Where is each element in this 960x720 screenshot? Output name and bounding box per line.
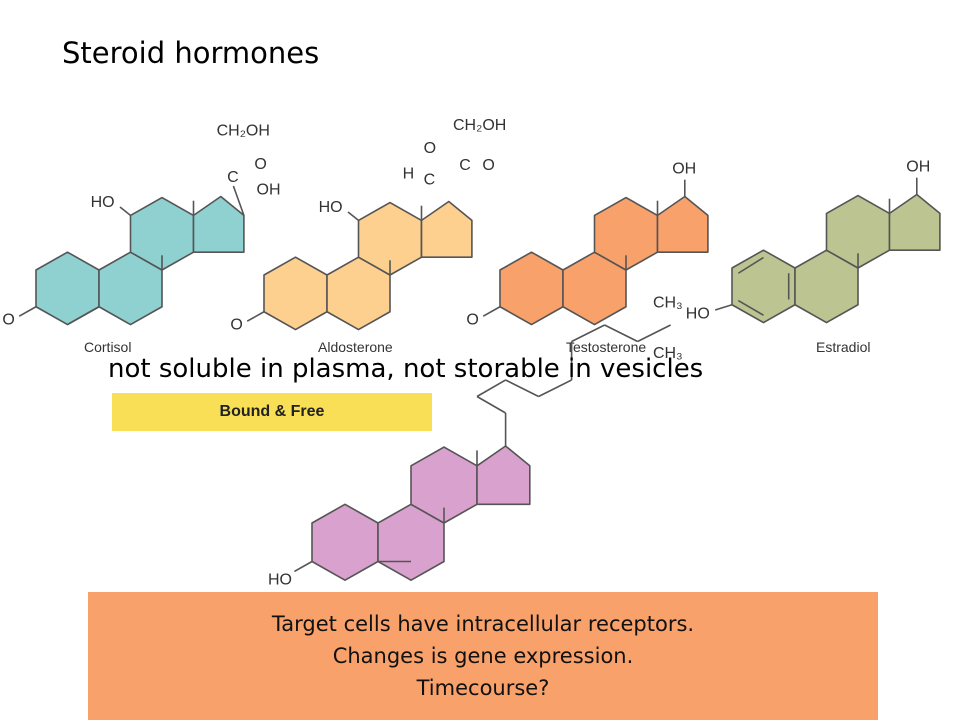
side-chain-bond [637,324,671,343]
hydroxyl-label: OH [906,158,930,175]
ring-a-double-bond [737,256,764,274]
side-chain-bond [232,185,245,216]
side-chain-bond [571,324,605,343]
ring-d [420,200,473,258]
side-chain-bond [538,379,572,398]
hydroxyl-label: HO [319,199,343,216]
hydroxyl-label: HO [268,572,292,589]
oxygen-label: O [254,156,266,173]
methyl-label: CH₃ [653,294,683,311]
molecule-name: Aldosterone [318,339,393,355]
oxygen-label: O [424,140,436,157]
ring-d [656,195,709,253]
hydroxyl-bond [119,206,131,217]
side-chain-bond [476,395,506,414]
solubility-caption: not soluble in plasma, not storable in v… [108,354,704,384]
ch2oh-label: CH₂OH [217,123,270,140]
double-bond [67,306,100,326]
keto-bond [482,306,501,317]
side-chain-bond [505,379,539,398]
molecule-name: Cortisol [84,339,131,355]
molecule-cholesterol: HO CH₃ CH₃ [268,294,683,588]
hydroxyl-bond [347,211,359,222]
bound-free-badge: Bound & Free [112,393,432,431]
slide-title: Steroid hormones [62,36,320,70]
carbon-label: C [424,172,436,189]
oxygen-label: O [482,157,494,174]
molecule-estradiol: HO OH Estradiol [686,158,941,355]
hydroxyl-label: HO [686,305,710,322]
ring-a [731,249,796,324]
side-chain-bond [604,324,638,343]
hydroxyl-label: OH [672,160,696,177]
receptor-info-box: Target cells have intracellular receptor… [88,592,878,720]
side-chain-bond [476,379,506,398]
keto-bond [246,311,265,322]
ring-d [476,445,531,506]
hydroxyl-bond [714,303,733,311]
molecule-name: Testosterone [566,339,646,355]
oxygen-label: O [230,317,242,334]
hydrogen-label: H [403,165,415,182]
molecule-name: Estradiol [816,339,870,355]
info-line-gene-expression: Changes is gene expression. [332,644,634,668]
info-line-timecourse: Timecourse? [416,676,550,700]
ring-a-double-bond [737,299,764,316]
oxygen-label: O [2,312,14,329]
carbon-label: C [227,169,239,186]
info-line-receptors: Target cells have intracellular receptor… [271,612,695,636]
ring-d [888,193,941,251]
ring-d [192,195,245,253]
methyl-label: CH₃ [653,345,683,362]
hydroxyl-label: OH [257,181,281,198]
ring-a [311,503,379,582]
ring-a [263,256,328,331]
hydroxyl-label: HO [91,194,115,211]
molecule-testosterone: O OH Testosterone [466,160,709,355]
carbon-label: C [459,157,471,174]
hydroxyl-bond [294,560,313,573]
keto-bond [18,306,37,317]
ring-a [35,251,100,326]
oxygen-label: O [466,312,478,329]
ch2oh-label: CH₂OH [453,117,506,134]
ring-a [499,251,564,326]
